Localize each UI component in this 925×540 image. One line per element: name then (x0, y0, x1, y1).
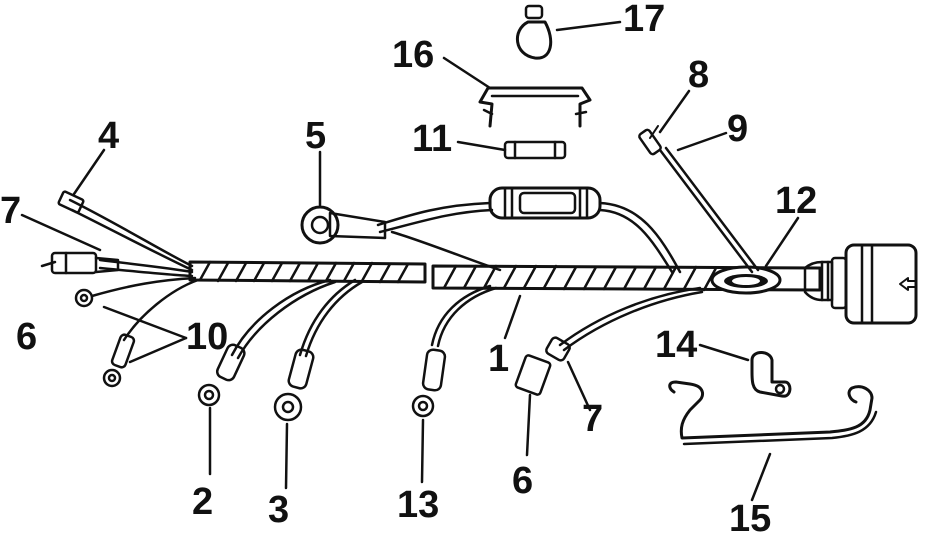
main-connector (803, 243, 918, 325)
callout-7-right: 7 (582, 398, 604, 440)
leader-lines (20, 20, 800, 502)
callout-10: 10 (186, 316, 229, 358)
harness-clamp (710, 265, 782, 295)
callout-11: 11 (412, 118, 453, 160)
callout-1: 1 (488, 338, 510, 380)
callout-9: 9 (727, 108, 749, 150)
left-wire-bundle (50, 190, 200, 388)
callout-5: 5 (305, 115, 327, 157)
bottom-wires (197, 278, 498, 422)
fuse-part (503, 140, 567, 160)
callout-8: 8 (688, 54, 710, 96)
main-harness-sleeve (188, 260, 822, 292)
bracket-wire (668, 380, 878, 446)
callout-17: 17 (623, 0, 666, 40)
single-wire-8-9 (638, 125, 760, 274)
callout-6-right: 6 (512, 460, 534, 502)
callout-13: 13 (397, 484, 440, 526)
callout-4: 4 (98, 115, 120, 157)
callout-16: 16 (392, 34, 435, 76)
tie-strap (515, 4, 553, 60)
callout-2: 2 (192, 481, 214, 523)
callout-12: 12 (775, 180, 818, 222)
callout-7-left: 7 (0, 190, 22, 232)
callout-3: 3 (268, 489, 290, 531)
callout-15: 15 (729, 498, 772, 540)
fuse-retainer-clip (478, 86, 592, 128)
clamp-part (750, 351, 792, 398)
lower-right-connector-wire (514, 286, 704, 396)
callout-14: 14 (655, 324, 698, 366)
callout-6-left: 6 (16, 316, 38, 358)
fuse-holder-branch (300, 186, 682, 274)
